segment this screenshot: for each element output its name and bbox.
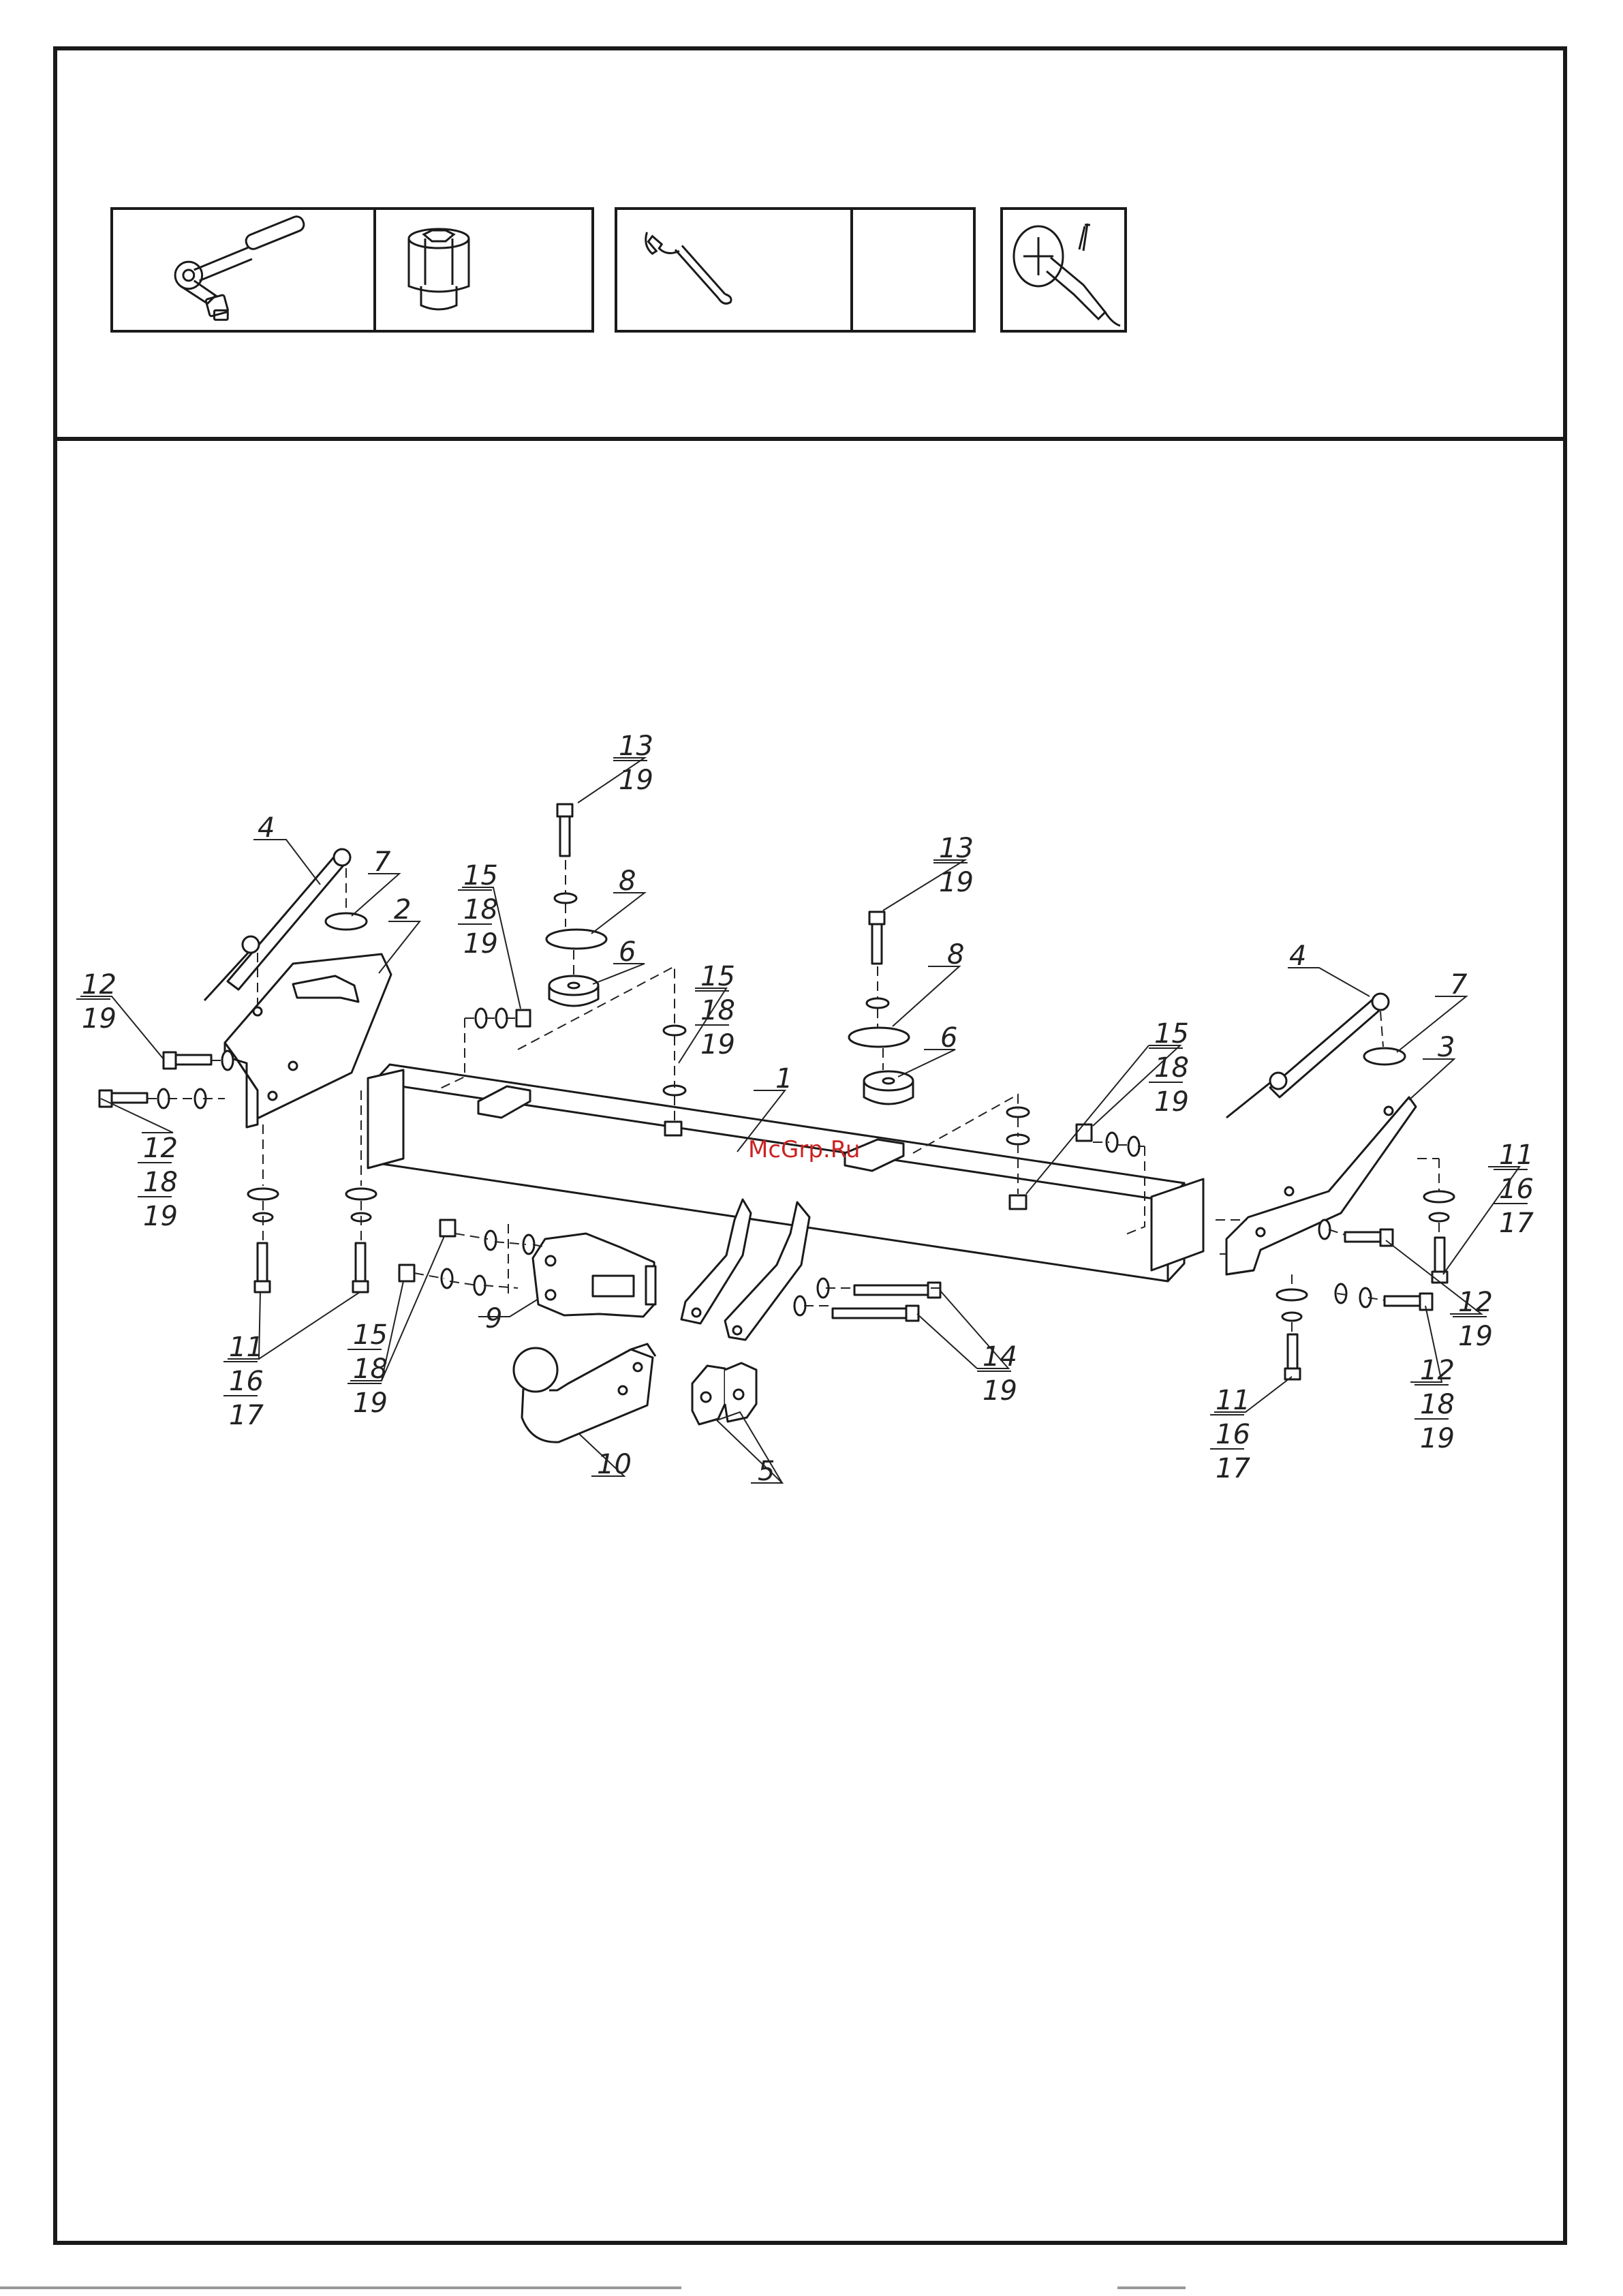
callout-12-left-b-a: 12 [143,1133,178,1164]
nut-part-15-f [399,1265,414,1281]
center-drop-brackets [681,1199,809,1340]
spacer-part-5 [692,1363,756,1424]
callout-12-right-a-a: 12 [1458,1287,1493,1318]
callout-11-left-c: 17 [229,1400,264,1431]
callout-15b-b: 18 [700,995,735,1026]
callout-13-left-b: 19 [619,765,653,796]
callout-3: 3 [1438,1032,1455,1063]
callout-15d-c: 19 [353,1388,388,1419]
watermark: McGrp.Ru [748,1136,860,1163]
callout-11-left-a: 11 [229,1332,264,1363]
callout-5: 5 [758,1456,775,1487]
callout-12-left-b-b: 18 [143,1167,178,1198]
callout-8-left: 8 [619,866,636,897]
callout-6-right: 6 [940,1022,957,1054]
bolt-part-12-left-b [99,1090,147,1107]
bolt-part-12-left-a [164,1052,211,1069]
callout-12-right-b-b: 18 [1420,1389,1455,1420]
callout-11-right-c: 17 [1216,1453,1250,1484]
callout-15c-c: 19 [1154,1086,1189,1118]
callout-labels: 13 19 13 19 4 7 2 8 6 15 18 19 15 18 19 … [82,731,1534,1487]
bolt-part-14-a [854,1283,940,1298]
nut-part-15-b [665,1122,681,1135]
callout-4-left: 4 [258,812,275,844]
callout-13-right-a: 13 [939,833,974,864]
callout-10: 10 [597,1449,632,1480]
callout-15a-b: 18 [463,894,498,925]
bolt-part-11-right-b [1432,1238,1447,1283]
callout-15d-b: 18 [353,1353,388,1385]
bolt-part-14-b [833,1306,918,1321]
callout-14-b: 19 [983,1375,1017,1407]
callout-15c-a: 15 [1154,1018,1189,1050]
callout-11-right-top-a: 11 [1499,1139,1534,1171]
callout-12-right-b-a: 12 [1420,1355,1455,1386]
callout-11-left-b: 16 [229,1366,264,1397]
footer-rule-left [0,2286,681,2289]
bolt-part-11-left-b [353,1243,368,1292]
callout-leaders [80,758,1519,1483]
nut-part-15-d [1010,1195,1026,1209]
callout-12-right-a-b: 19 [1458,1321,1493,1352]
bolt-part-13-right [869,912,884,964]
callout-15a-a: 15 [463,860,498,891]
callout-15c-b: 18 [1154,1052,1189,1084]
bolt-part-11-right-a [1285,1334,1300,1379]
callout-15d-a: 15 [353,1319,388,1351]
tow-ball-part-10 [514,1344,655,1442]
callout-15a-c: 19 [463,928,498,960]
callout-13-right-b: 19 [939,867,974,898]
bolt-part-12-right-a [1345,1229,1393,1246]
bolt-part-11-left-a [255,1243,270,1292]
callout-4-right: 4 [1289,940,1306,972]
callout-7-right: 7 [1450,969,1468,1000]
callout-15b-a: 15 [700,961,735,992]
callout-6-left: 6 [619,936,636,968]
spacer-part-6-left [549,976,598,1006]
washer-part-8-right [849,1028,909,1047]
nut-part-15-e [440,1220,455,1236]
washer-part-7-left [326,913,367,930]
callout-underlines [76,761,1528,1449]
callout-9: 9 [485,1303,502,1334]
callout-13-left-a: 13 [619,731,653,762]
callout-2: 2 [394,894,411,925]
footer-rule-right [1117,2286,1186,2289]
coupling-plate-part-9 [533,1234,655,1317]
callout-8-right: 8 [947,939,964,970]
callout-11-right-a: 11 [1216,1385,1250,1416]
bracket-part-2 [225,954,391,1127]
nut-part-15-c [1077,1124,1092,1141]
bolt-part-13-left [557,804,572,856]
callout-11-right-top-c: 17 [1499,1208,1534,1239]
callout-12-left-a-b: 19 [82,1003,117,1035]
nut-part-15-a [516,1010,530,1026]
callout-12-left-b-c: 19 [143,1201,178,1232]
washer-part-8-left [546,930,606,949]
spacer-part-6-right [864,1071,913,1104]
callout-12-right-b-c: 19 [1420,1423,1455,1454]
callout-14-a: 14 [983,1341,1017,1373]
callout-11-right-b: 16 [1216,1419,1250,1450]
callout-15b-c: 19 [700,1029,735,1060]
bracket-part-3 [1226,1097,1416,1274]
callout-12-left-a-a: 12 [82,969,117,1000]
callout-7-left: 7 [373,846,391,878]
callout-11-right-top-b: 16 [1499,1174,1534,1205]
callout-1: 1 [775,1063,792,1095]
